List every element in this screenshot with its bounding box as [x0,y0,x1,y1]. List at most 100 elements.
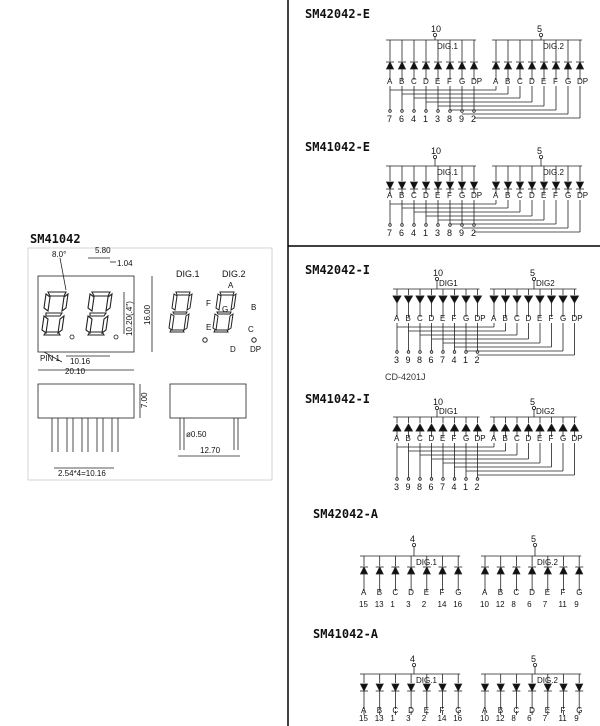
led-diode [527,181,537,190]
common-terminal [432,154,437,159]
pin-number: 6 [429,355,434,365]
schematic-title: SM42042-E [305,7,370,21]
drawing-frame [27,247,273,481]
led-diode [385,61,395,70]
pin-terminal [429,350,434,354]
digit-label: DIG.2 [543,168,564,177]
dim-digit-height: 10.20(.4") [125,301,134,336]
pin-number: 2 [422,600,427,609]
seg-label-c: C [248,325,254,334]
led-diode [512,295,522,304]
led-diode [558,423,568,432]
led-diode [539,181,549,190]
led-diode [480,683,490,692]
led-diode [415,423,425,432]
pin-number: 10 [480,714,489,723]
segment-letter: D [529,706,535,715]
led-diode [551,181,561,190]
pin-number: 14 [438,714,447,723]
digit-label: DIG2 [536,279,555,288]
segment-letter: F [440,706,445,715]
segment-letter: C [417,314,423,323]
dim-width: 20.10 [65,367,86,376]
led-diode [491,181,501,190]
segment-letter: D [408,706,414,715]
pin-number: 4 [452,355,457,365]
pin-terminal [412,109,416,113]
pin-number: 2 [475,355,480,365]
pin-number: 6 [527,600,532,609]
led-diode [438,295,448,304]
segment-letter: A [394,314,400,323]
led-diode [433,181,443,190]
pin-number: 2 [471,114,476,124]
pin-number: 7 [387,114,392,124]
led-diode [535,423,545,432]
pin-terminal [400,223,404,227]
segment-letter: C [517,191,523,200]
schematic-title: SM42042-A [313,507,379,521]
led-diode [445,181,455,190]
led-diode [392,423,402,432]
pin-number: 12 [496,600,505,609]
led-diode [422,566,431,575]
pin-terminal [406,350,411,354]
led-diode [500,295,511,304]
segment-letter: DP [475,434,486,443]
segment-letter: DP [471,77,482,86]
common-terminal [539,154,544,159]
schematic-sm41042-a: SM41042-A4DIG.1A15B13C1D3E2F14G165DIG.2A… [313,627,584,723]
led-diode [569,295,580,304]
segment-letter: E [440,314,445,323]
common-terminal [411,543,416,548]
led-diode [575,566,584,575]
led-diode [409,61,419,70]
pin-number: 7 [387,228,392,238]
led-diode [457,181,467,190]
pin-number: 1 [423,114,428,124]
led-diode [426,295,437,304]
common-pin-number: 5 [537,24,542,34]
common-pin-number: 5 [537,146,542,156]
pin-terminal [452,350,457,354]
schematic-title: SM41042-E [305,140,370,154]
segment-letter: E [424,706,429,715]
dim-slant: 8.0° [52,250,66,259]
pin-terminal [460,223,464,227]
segment-letter: F [553,77,558,86]
common-pin-number: 5 [531,654,536,664]
front-digit-1 [41,291,69,336]
segment-letter: B [377,588,382,597]
pin-terminal [448,109,452,113]
dim-seg-thick: 1.04 [117,259,133,268]
led-diode [496,566,505,575]
pin-terminal [472,223,476,227]
led-diode [391,683,400,692]
segment-letter: C [517,77,523,86]
segment-letter: A [482,588,488,597]
segment-letter: DP [572,314,583,323]
segment-letter: C [513,588,519,597]
led-diode [438,423,448,432]
dim-pin-span: 2.54*4=10.16 [58,469,106,478]
pin-terminal [436,223,440,227]
common-pin-number: 5 [530,397,535,407]
pin-number: 1 [463,482,468,492]
segment-letter: C [392,588,398,597]
pin-number: 13 [375,600,384,609]
seg-label-e: E [206,323,211,332]
led-diode [527,566,537,575]
segment-letter: B [505,77,510,86]
led-diode [575,181,585,190]
led-diode [438,683,447,692]
led-diode [563,61,573,70]
schematic-sm42042-a: SM42042-A4DIG.1A15B13C1D3E2F14G165DIG.2A… [313,507,584,609]
pin-number: 4 [452,482,457,492]
pin-number: 3 [394,355,399,365]
led-diode [559,566,568,575]
segment-letter: A [493,191,499,200]
digit-label: DIG.1 [437,168,458,177]
